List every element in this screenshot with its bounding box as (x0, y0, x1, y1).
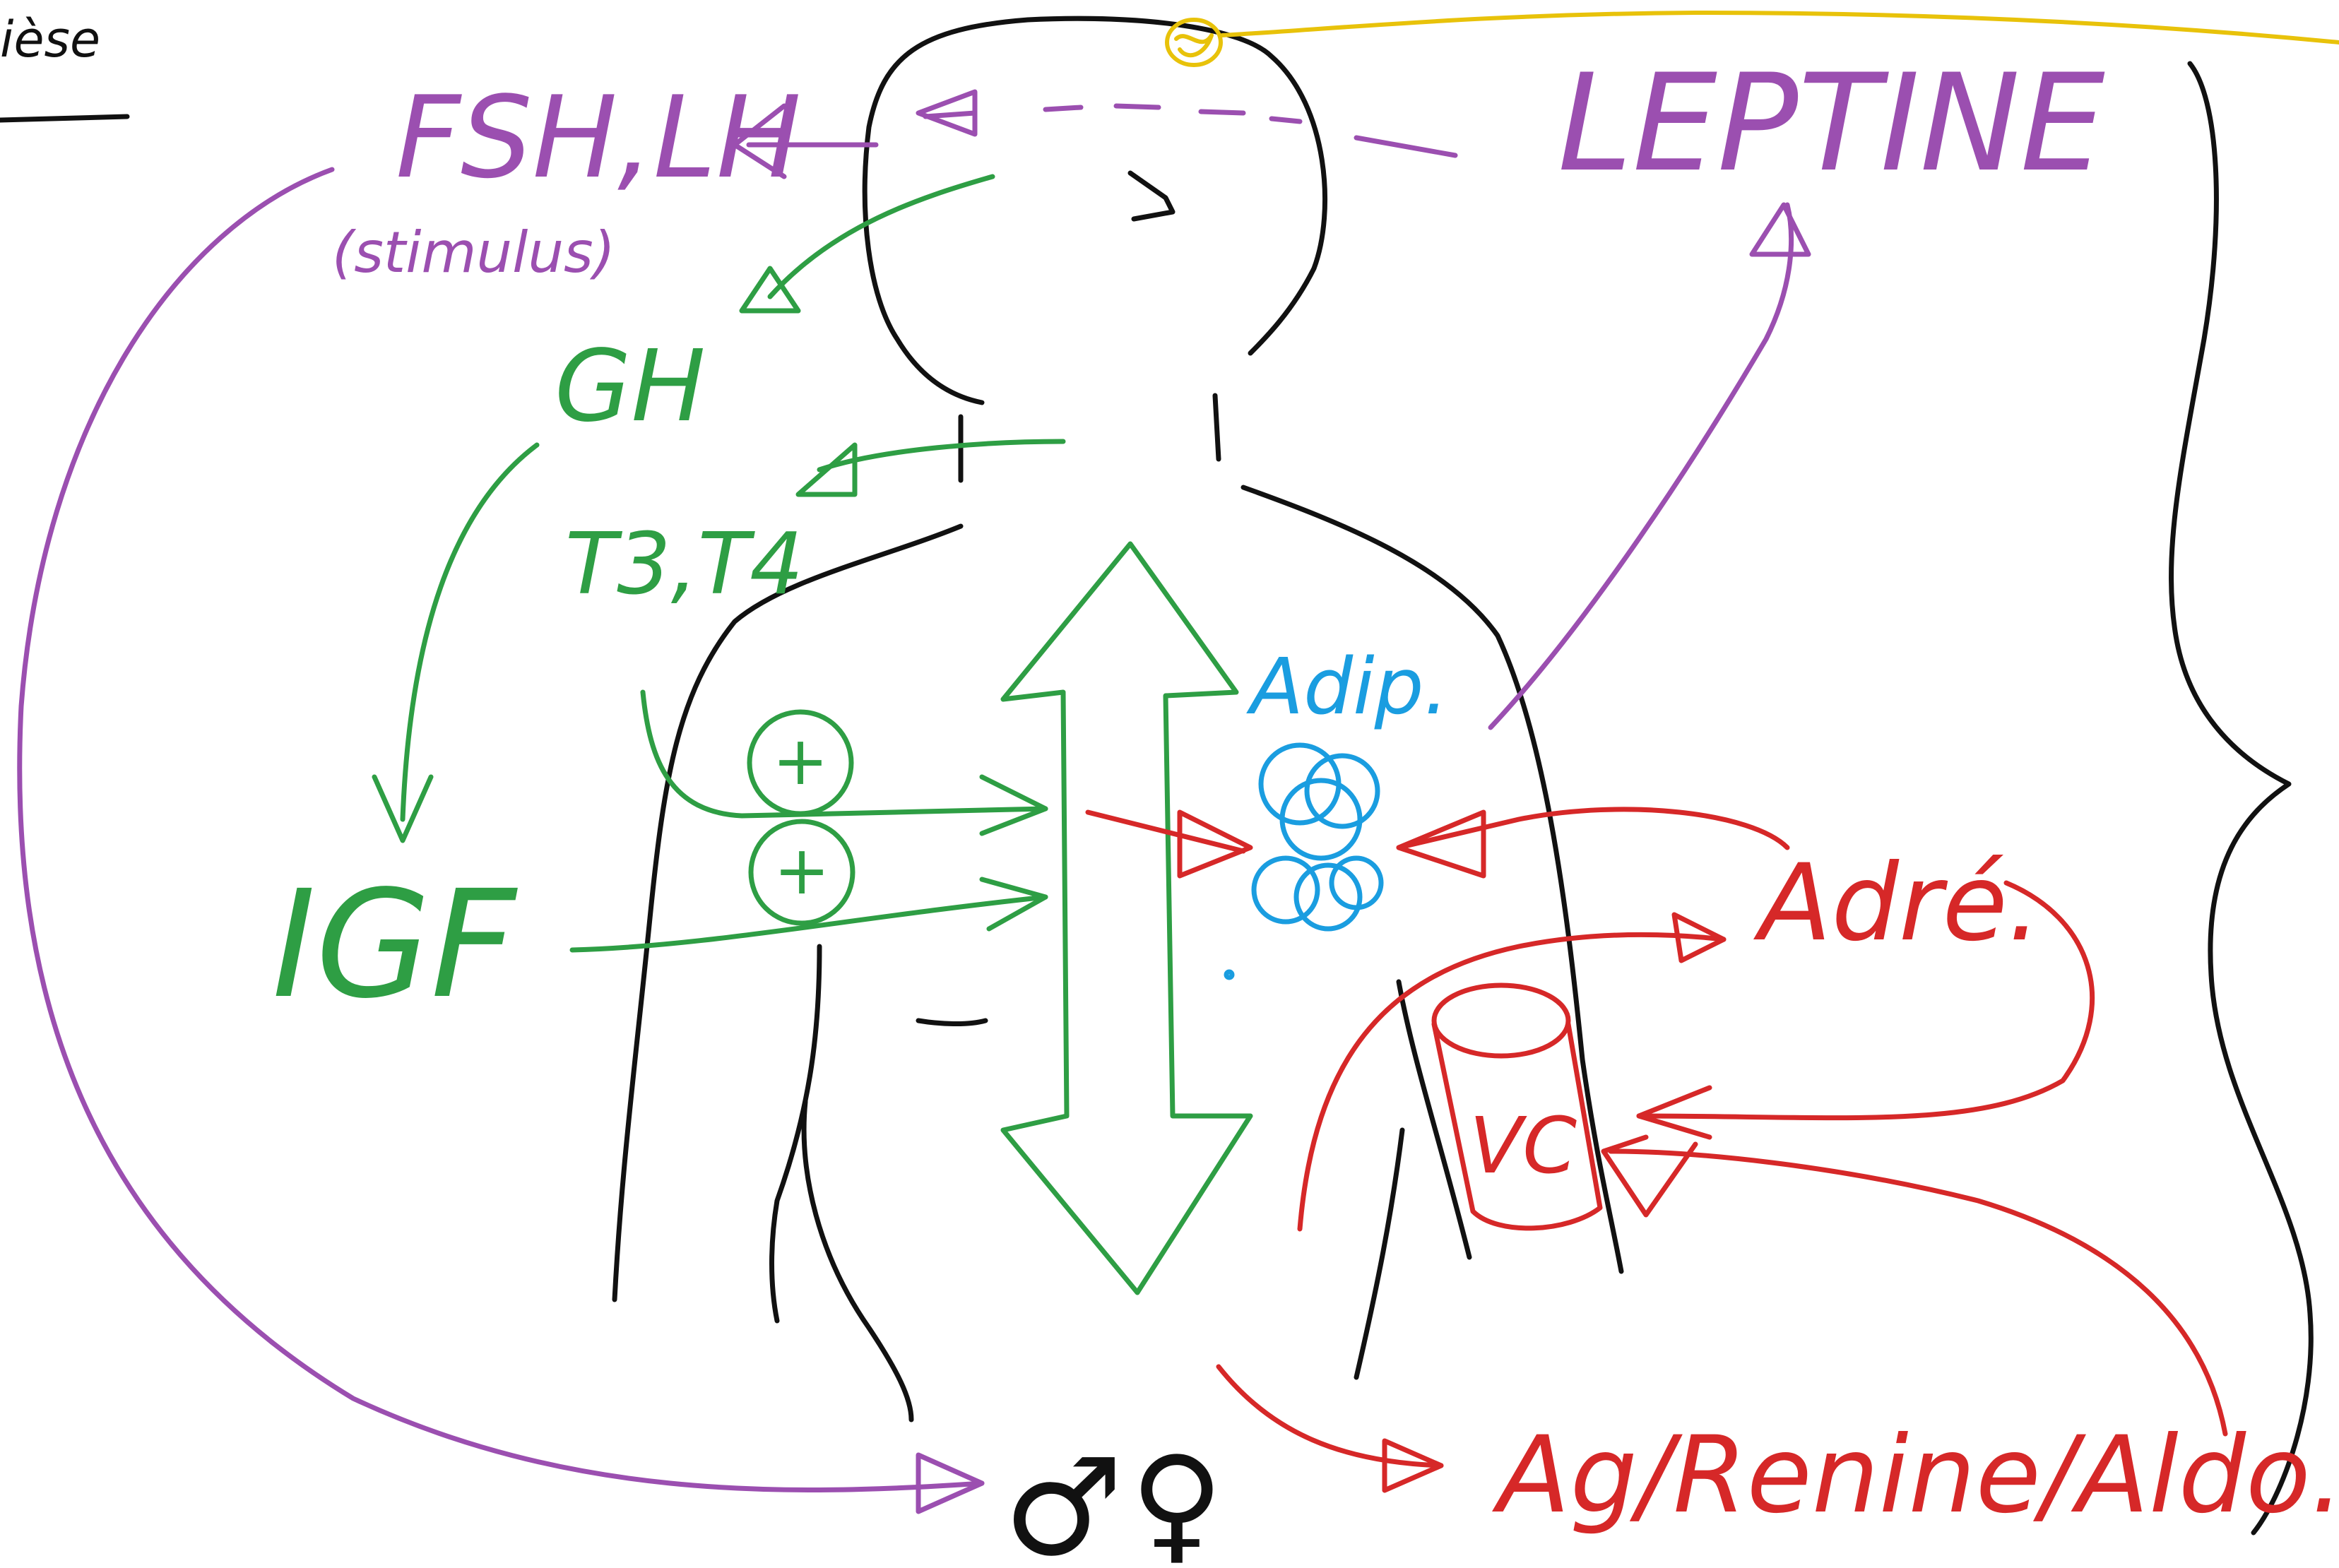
adipocyte-cell (1304, 753, 1380, 829)
arrowhead-vc-2 (1601, 1134, 1698, 1218)
arrowhead-gh (739, 266, 801, 314)
arrow-to-gh (767, 174, 995, 299)
dashed-line-leptine (923, 103, 1458, 158)
arrow-adre-to-adipocytes (1396, 807, 1790, 850)
pituitary-gland-icon (1165, 18, 1223, 67)
arrow-t3t4-to-body (640, 689, 1048, 819)
arrowhead-t3t4 (795, 442, 858, 497)
igf-label: IGF (272, 858, 519, 1031)
vessel-top (1431, 982, 1571, 1059)
arrowhead-vc-1 (1636, 1085, 1712, 1140)
plus-circle-2 (748, 819, 855, 926)
arrow-igf-to-body (569, 894, 1048, 953)
arrow-to-ag-renine (1216, 1364, 1444, 1468)
corner-underline (0, 114, 130, 123)
arrow-fsh-to-gonads (17, 167, 985, 1492)
arrow-to-fsh (732, 103, 879, 179)
blue-dot (1224, 969, 1235, 980)
arrowhead-adipocytes-right (1396, 809, 1486, 879)
vc-label: VC (1469, 1100, 1577, 1191)
waist-right (1354, 1127, 1405, 1380)
torso-right (1240, 485, 1624, 1274)
red-arrows (1085, 807, 2228, 1493)
right-brace (2169, 61, 2314, 1536)
gland-scribble (1174, 33, 1214, 58)
green-arrows (372, 174, 1253, 1295)
adipocyte-cell (1251, 855, 1320, 925)
yellow-connector-line (1220, 11, 2339, 44)
plus-sign-1: + (772, 723, 829, 800)
arrowhead-leptine (1749, 202, 1811, 257)
arrow-adre-to-vc (1636, 880, 2095, 1121)
adipocyte-cluster (1224, 742, 1384, 980)
fsh-lh-label: FSH,LH (396, 71, 801, 203)
corner-label: ièse (0, 11, 100, 69)
neck-right (1212, 393, 1221, 462)
navel-mark (916, 1018, 988, 1026)
arrowhead-t3t4-body (979, 774, 1048, 836)
double-arrow-vertical (1000, 541, 1253, 1295)
head-outline (862, 17, 1031, 405)
arrow-adip-to-leptine (1488, 202, 1794, 730)
head-outline-right (1025, 16, 1328, 356)
arrow-aldo-to-vc (1608, 1148, 2228, 1437)
plus-circle-1 (747, 709, 854, 816)
yellow-gland-group (1165, 11, 2339, 67)
adipocyte-cell (1329, 855, 1384, 910)
arrowhead-igf (372, 774, 434, 843)
adipocyte-cell (1279, 778, 1363, 861)
adip-label: Adip. (1246, 641, 1448, 732)
stimulus-label: (stimulus) (332, 220, 615, 285)
ag-renine-aldo-label: Ag/Renine/Aldo. (1492, 1414, 2339, 1537)
arrowhead-gonads (916, 1452, 985, 1514)
male-symbol-icon: ♂ (1003, 1430, 1123, 1568)
arrowhead-left-head (916, 89, 978, 137)
t3-t4-label: T3,T4 (565, 516, 803, 614)
female-symbol-icon: ♀ (1130, 1430, 1224, 1568)
purple-arrows (17, 89, 1811, 1514)
arrowhead-adre (1671, 912, 1727, 963)
vessel-body (1431, 1021, 1603, 1231)
waist-left (801, 1099, 914, 1423)
leptine-label: LEPTINE (1558, 45, 2105, 201)
arrow-gh-to-igf (400, 442, 540, 822)
arm-right-inner (1396, 979, 1472, 1260)
adre-label: Adré. (1753, 842, 2041, 965)
arrow-to-t3t4 (817, 439, 1066, 473)
face-mark (1127, 170, 1176, 222)
plus-sign-2: + (774, 832, 830, 910)
arrow-to-adipocytes-left (1085, 809, 1253, 879)
gh-label: GH (555, 329, 706, 444)
arrow-to-adre (1297, 932, 1727, 1232)
adipocyte-cell (1293, 862, 1363, 932)
arm-left-inner (769, 944, 822, 1324)
arrowhead-igf-body (979, 877, 1048, 932)
arrowhead-ag-renine (1382, 1438, 1444, 1493)
